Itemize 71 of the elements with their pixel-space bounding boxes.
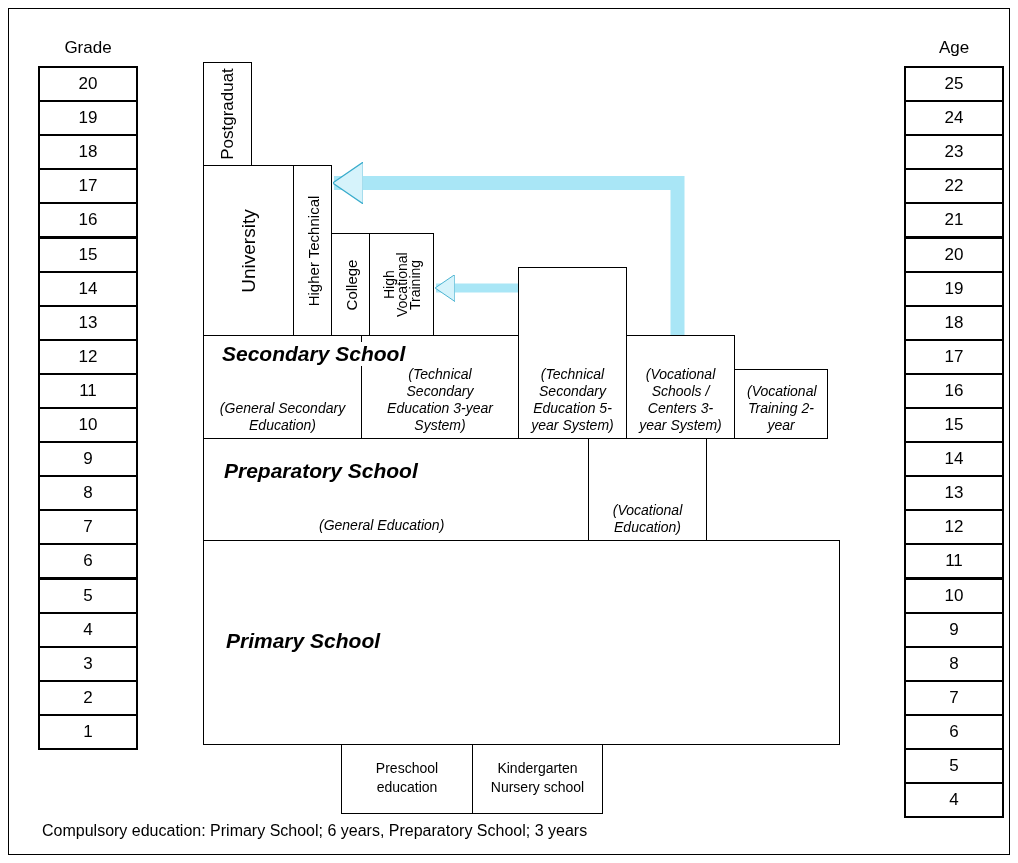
box-label: (Technical Secondary Education 3-year System) xyxy=(386,366,495,434)
grade-cell: 11 xyxy=(38,372,138,409)
grade-cell: 17 xyxy=(38,168,138,205)
grade-cell: 7 xyxy=(38,509,138,546)
grade-cell: 10 xyxy=(38,407,138,443)
box-label: (Vocational Education) xyxy=(611,502,684,536)
age-cell: 18 xyxy=(904,304,1004,341)
grade-cell: 1 xyxy=(38,713,138,750)
age-cell: 9 xyxy=(904,611,1004,648)
primary-school-box xyxy=(203,540,840,745)
age-cell: 23 xyxy=(904,134,1004,171)
age-cell: 24 xyxy=(904,100,1004,137)
caption: Compulsory education: Primary School; 6 years, Preparatory School; 3 years xyxy=(42,822,588,840)
vocational-training-box xyxy=(369,233,434,336)
grade-cell: 9 xyxy=(38,441,138,478)
age-cell: 17 xyxy=(904,338,1004,375)
box-label: Preschool education xyxy=(374,759,440,797)
grade-cell: 13 xyxy=(38,304,138,341)
preschool-box xyxy=(341,744,473,814)
grade-cell: 2 xyxy=(38,679,138,716)
vocational-training-box xyxy=(734,369,828,439)
age-cell: 6 xyxy=(904,713,1004,750)
age-cell: 21 xyxy=(904,202,1004,239)
age-cell: 14 xyxy=(904,441,1004,478)
kindergarten-box xyxy=(472,744,603,814)
box-label: Postgraduat xyxy=(217,68,238,160)
grade-cell: 5 xyxy=(38,577,138,614)
grade-cell: 19 xyxy=(38,100,138,137)
age-cell: 13 xyxy=(904,475,1004,512)
age-cell: 5 xyxy=(904,748,1004,784)
box-label: (General Secondary Education) xyxy=(218,400,347,434)
age-cell: 7 xyxy=(904,679,1004,716)
column-header: Age xyxy=(937,38,971,58)
grade-cell: 3 xyxy=(38,645,138,682)
column-header: Grade xyxy=(63,38,113,58)
age-cell: 12 xyxy=(904,509,1004,546)
age-cell: 10 xyxy=(904,577,1004,614)
arrow xyxy=(434,274,518,302)
school-heading: Preparatory School xyxy=(224,459,418,483)
secondary-school-box xyxy=(626,335,735,439)
university-box xyxy=(203,165,294,336)
grade-cell: 15 xyxy=(38,236,138,273)
arrow xyxy=(331,161,685,335)
grade-cell: 16 xyxy=(38,202,138,239)
age-cell: 22 xyxy=(904,168,1004,205)
box-label: University xyxy=(237,208,260,293)
age-cell: 8 xyxy=(904,645,1004,682)
age-cell: 19 xyxy=(904,270,1004,307)
postgraduate-box xyxy=(203,62,252,166)
box-label: (General Education) xyxy=(319,517,445,534)
box-label: College xyxy=(342,259,359,310)
grade-cell: 4 xyxy=(38,611,138,648)
box-label: High Vocational Training xyxy=(382,251,421,319)
grade-cell: 6 xyxy=(38,543,138,580)
grade-cell: 14 xyxy=(38,270,138,307)
school-heading: Primary School xyxy=(226,629,381,653)
age-cell: 20 xyxy=(904,236,1004,273)
age-cell: 16 xyxy=(904,372,1004,409)
age-cell: 11 xyxy=(904,543,1004,580)
age-cell: 4 xyxy=(904,782,1004,819)
age-cell: 15 xyxy=(904,407,1004,443)
grade-cell: 8 xyxy=(38,475,138,512)
grade-cell: 12 xyxy=(38,338,138,375)
box-label: (Vocational Schools / Centers 3-year System) xyxy=(639,366,722,434)
box-label: Kindergarten Nursery school xyxy=(489,759,586,797)
box-label: Higher Technical xyxy=(304,195,321,306)
age-cell: 25 xyxy=(904,66,1004,102)
grade-cell: 18 xyxy=(38,134,138,171)
box-label: (Vocational Training 2-year xyxy=(747,383,815,434)
grade-cell: 20 xyxy=(38,66,138,102)
box-label: (Technical Secondary Education 5-year System) xyxy=(531,366,614,434)
